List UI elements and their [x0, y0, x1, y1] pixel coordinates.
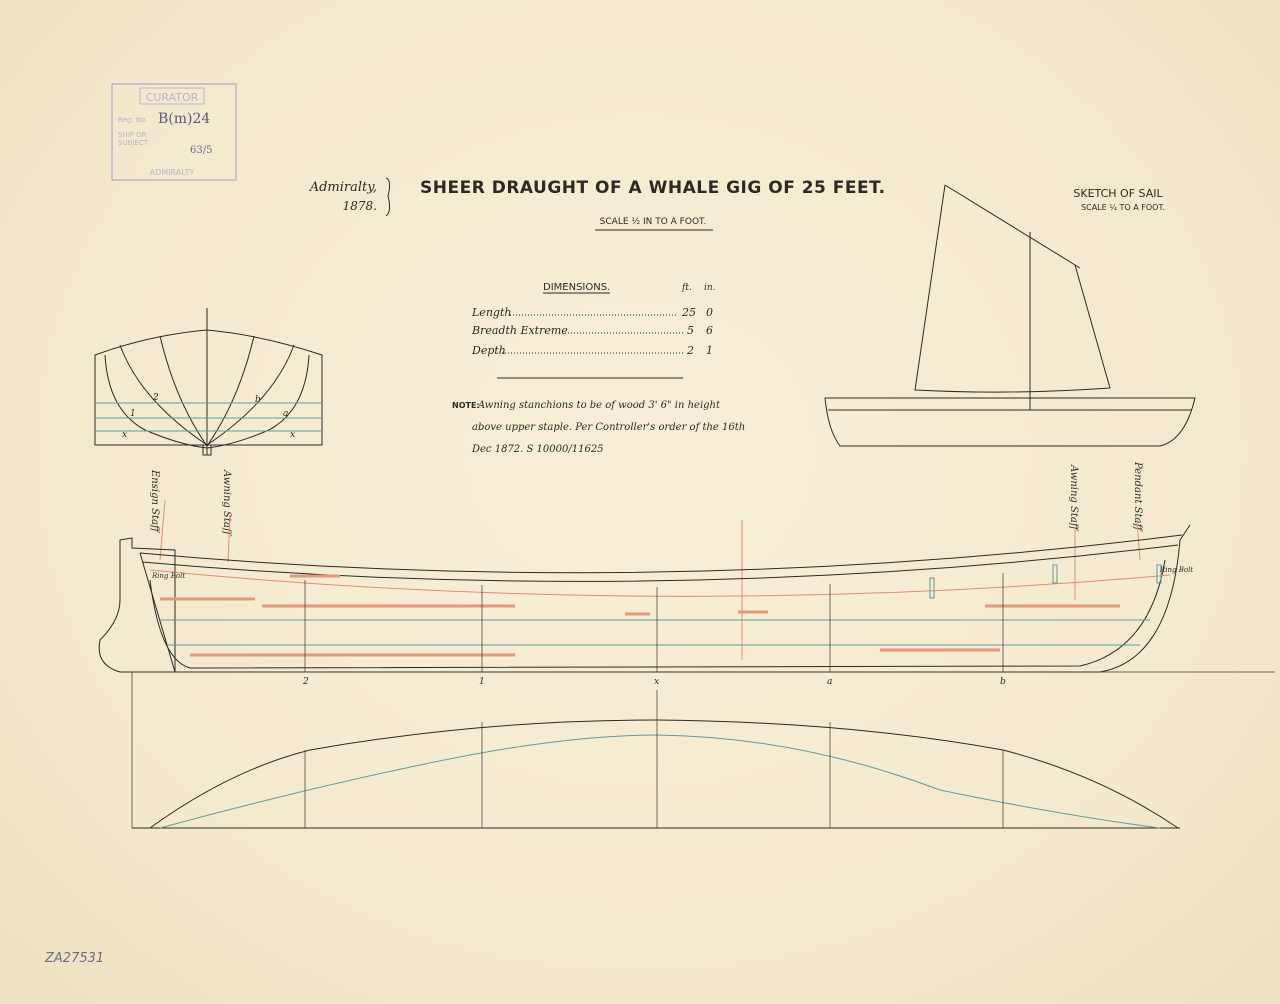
- dimension-in: 6: [706, 324, 713, 337]
- sail-title: SKETCH OF SAIL: [1073, 187, 1163, 200]
- dimensions-heading: DIMENSIONS.: [543, 282, 610, 293]
- title-scale: SCALE ½ IN TO A FOOT.: [600, 217, 707, 227]
- label-awning-staff-fwd: Awning Staff: [1068, 464, 1079, 532]
- body-plan: 2 b 1 a x x: [94, 308, 323, 456]
- archive-number: ZA27531: [44, 951, 104, 966]
- section-label: b: [255, 395, 261, 405]
- unit-in: in.: [704, 283, 716, 293]
- sheer-profile: Ring Bolt Ring Bolt 2 1 x a b: [98, 524, 1275, 687]
- curator-stamp: CURATOR Reg. No. B(m)24 SHIP OR SUBJECT …: [111, 83, 237, 181]
- title-main: SHEER DRAUGHT OF A WHALE GIG OF 25 FEET.: [420, 178, 886, 198]
- dimension-in: 0: [706, 306, 713, 319]
- station-label: b: [1000, 677, 1006, 687]
- stamp-subject-label-2: SUBJECT: [118, 139, 149, 147]
- stamp-reg-label: Reg. No.: [118, 116, 147, 124]
- dimension-ft: 5: [687, 324, 694, 337]
- station-label: 2: [302, 677, 309, 687]
- station-label: x: [654, 677, 659, 687]
- title-authority: Admiralty,: [309, 180, 377, 195]
- note-label: NOTE:: [452, 401, 480, 410]
- ring-bolt-aft: Ring Bolt: [151, 572, 185, 580]
- note-line-2: above upper staple. Per Controller's ord…: [472, 422, 745, 433]
- label-ensign-staff: Ensign Staff: [149, 469, 160, 534]
- sail-sketch: [824, 184, 1196, 447]
- section-label: a: [283, 409, 288, 419]
- section-label: 2: [152, 393, 159, 403]
- half-breadth-plan: [131, 672, 1180, 829]
- section-label: x: [122, 430, 127, 440]
- dimension-ft: 25: [681, 306, 696, 319]
- title-year: 1878.: [343, 199, 377, 213]
- dimension-row-length: Length 25 0: [471, 306, 713, 319]
- section-label: 1: [130, 409, 136, 419]
- station-label: a: [827, 677, 832, 687]
- unit-ft: ft.: [681, 283, 692, 293]
- label-pendant-staff: Pendant Staff: [1132, 461, 1143, 532]
- note-line-3: Dec 1872. S 10000/11625: [471, 444, 604, 455]
- dimensions-table: DIMENSIONS. ft. in. Length 25 0 Breadth …: [471, 282, 716, 379]
- note-line-1: Awning stanchions to be of wood 3' 6" in…: [477, 400, 721, 411]
- stamp-subject-value: 63/5: [190, 145, 212, 156]
- label-awning-staff-aft: Awning Staff: [221, 469, 232, 537]
- stamp-header: CURATOR: [146, 91, 199, 104]
- dimension-ft: 2: [686, 344, 694, 357]
- dimension-row-breadth: Breadth Extreme 5 6: [471, 324, 713, 337]
- station-label: 1: [479, 677, 485, 687]
- dimension-label: Length: [471, 306, 511, 319]
- title-brace: [385, 177, 391, 217]
- stamp-footer: ADMIRALTY: [150, 168, 195, 177]
- sail-scale: SCALE ¼ TO A FOOT.: [1081, 203, 1165, 212]
- ring-bolt-fwd: Ring Bolt: [1159, 566, 1193, 574]
- dimension-row-depth: Depth 2 1: [471, 344, 713, 357]
- dimension-label: Breadth Extreme: [471, 324, 568, 337]
- stamp-reg-value: B(m)24: [158, 111, 210, 127]
- dimension-in: 1: [706, 344, 713, 357]
- section-label: x: [290, 430, 295, 440]
- stamp-subject-label-1: SHIP OR: [118, 131, 147, 139]
- awning-note: NOTE: Awning stanchions to be of wood 3'…: [452, 400, 745, 455]
- dimension-label: Depth: [471, 344, 506, 357]
